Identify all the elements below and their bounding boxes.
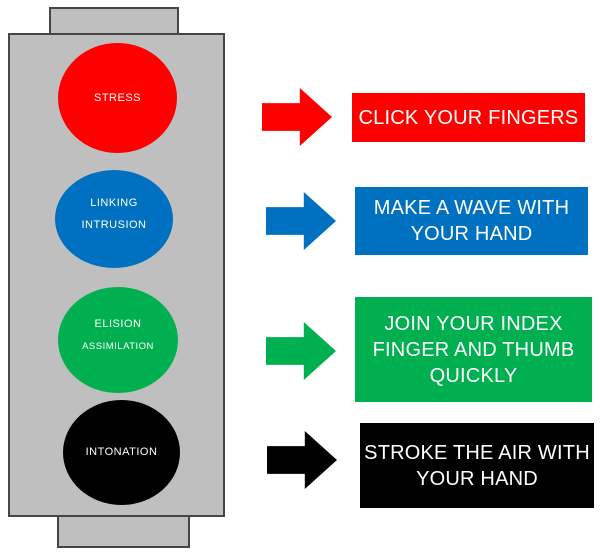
green-right-arrow-icon [266, 322, 336, 380]
blue-right-arrow-icon [266, 192, 336, 250]
light-label-linking: LINKING [90, 196, 138, 209]
instruction-box-stress: CLICK YOUR FINGERS [352, 93, 585, 142]
light-label-stress: STRESS [93, 91, 141, 104]
instruction-line: YOUR HAND [416, 467, 538, 490]
light-linking-intrusion: LINKING INTRUSION [55, 170, 173, 268]
instruction-box-intonation: STROKE THE AIR WITH YOUR HAND [360, 423, 594, 508]
instruction-line: YOUR HAND [410, 223, 533, 245]
instruction-line: JOIN YOUR INDEX [384, 312, 563, 335]
black-right-arrow-icon [267, 431, 337, 489]
instruction-line: QUICKLY [429, 364, 518, 387]
instruction-line: FINGER AND THUMB [372, 338, 575, 361]
instruction-box-linking: MAKE A WAVE WITH YOUR HAND [355, 187, 588, 255]
red-right-arrow-icon [262, 88, 332, 146]
instruction-line: CLICK YOUR FINGERS [358, 106, 579, 129]
light-label-intrusion: INTRUSION [81, 218, 147, 231]
light-elision-assimilation: ELISION ASSIMILATION [58, 287, 178, 393]
light-stress: STRESS [58, 43, 177, 153]
light-label-elision: ELISION [94, 317, 142, 330]
instruction-box-elision: JOIN YOUR INDEX FINGER AND THUMB QUICKLY [355, 297, 592, 402]
instruction-line: MAKE A WAVE WITH [373, 197, 570, 219]
light-label-intonation: INTONATION [85, 446, 158, 458]
light-intonation: INTONATION [63, 400, 180, 505]
instruction-line: STROKE THE AIR WITH [364, 441, 590, 464]
light-label-assimilation: ASSIMILATION [82, 340, 154, 352]
